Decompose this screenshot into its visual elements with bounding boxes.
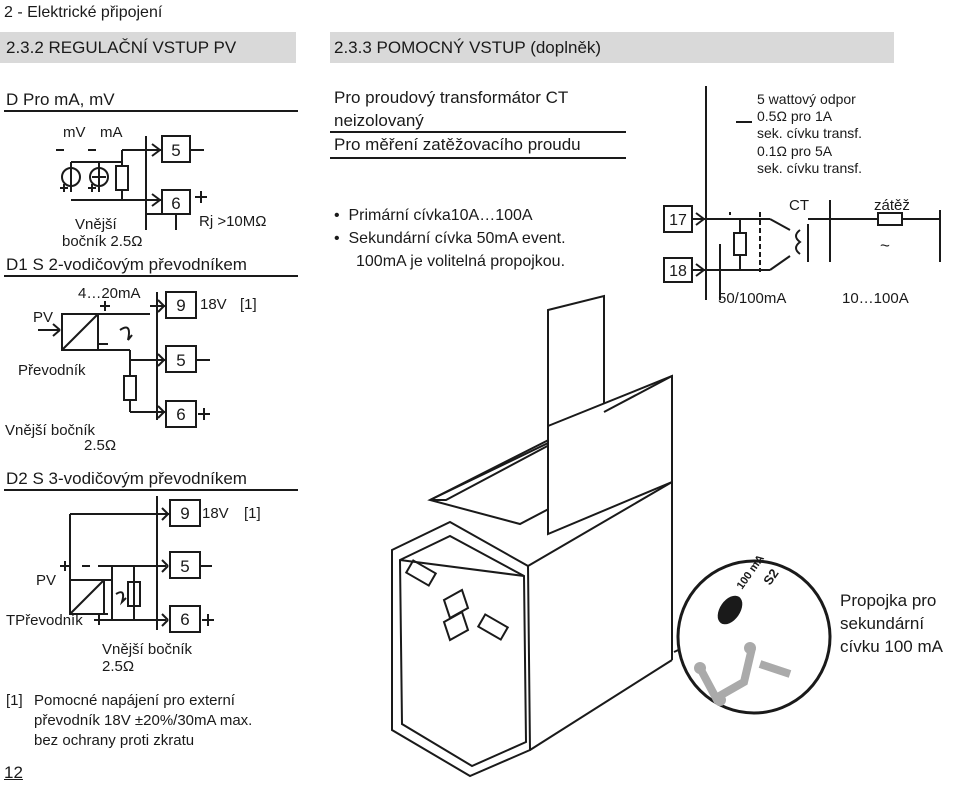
label-ac-symbol: ~ xyxy=(880,236,890,255)
ct-rule-2 xyxy=(330,157,626,159)
label-converter-d2: TPřevodník xyxy=(6,612,83,629)
ct-bullet-2-text: Sekundární cívka 50mA event. xyxy=(348,230,566,247)
ct-bullet-2: • Sekundární cívka 50mA event. xyxy=(334,230,566,248)
jumper-magnifier xyxy=(676,559,832,715)
terminal-17: 17 xyxy=(669,212,687,229)
label-converter-d1: Převodník xyxy=(18,362,86,379)
label-load: zátěž xyxy=(874,197,910,214)
footnote-line-1: Pomocné napájení pro externí xyxy=(34,692,235,709)
block-d-rule xyxy=(4,110,298,112)
terminal-18: 18 xyxy=(669,263,687,280)
jumper-label-s2: S2 xyxy=(760,566,781,588)
resistor-note-5: sek. cívku transf. xyxy=(757,160,863,176)
footnote-line-2: převodník 18V ±20%/30mA max. xyxy=(34,712,253,729)
bullet-dot: • xyxy=(334,230,349,247)
jumper-callout-3: cívku 100 mA xyxy=(840,637,943,656)
chapter-title: 2 - Elektrické připojení xyxy=(4,4,163,21)
label-pv-d2: PV xyxy=(36,572,57,589)
terminal-5-d: 5 xyxy=(171,141,180,160)
block-d1-heading: D1 S 2-vodičovým převodníkem xyxy=(6,255,247,274)
terminal-5-d2: 5 xyxy=(180,557,189,576)
ct-line-2: neizolovaný xyxy=(334,111,424,130)
instrument-housing xyxy=(391,294,673,778)
resistor-note-3: sek. cívku transf. xyxy=(757,125,863,141)
terminal-6-d1: 6 xyxy=(176,405,185,424)
section-title-regulation-input: 2.3.2 REGULAČNÍ VSTUP PV xyxy=(6,38,237,57)
section-title-auxiliary-input: 2.3.3 POMOCNÝ VSTUP (doplněk) xyxy=(334,38,602,57)
label-shunt-value-d2: 2.5Ω xyxy=(102,658,135,675)
ct-bullet-3: 100mA je volitelná propojkou. xyxy=(356,253,566,270)
label-18v-d2: 18V xyxy=(202,505,229,522)
resistor-note-1: 5 wattový odpor xyxy=(757,91,856,107)
block-d-heading: D Pro mA, mV xyxy=(6,90,115,109)
block-d2-heading: D2 S 3-vodičovým převodníkem xyxy=(6,469,247,488)
resistor-note-4: 0.1Ω pro 5A xyxy=(757,143,833,159)
label-shunt-d2: Vnější bočník xyxy=(102,641,193,658)
ct-bullet-1: • Primární cívka10A…100A xyxy=(334,207,533,225)
label-18v-d1: 18V xyxy=(200,296,227,313)
section-bar-left xyxy=(0,32,296,63)
label-external-shunt: bočník 2.5Ω xyxy=(62,233,143,250)
label-secondary-range: 50/100mA xyxy=(718,290,787,307)
label-note-ref-d2: [1] xyxy=(244,505,261,522)
terminal-6-d: 6 xyxy=(171,194,180,213)
section-bar-right xyxy=(330,32,894,63)
ct-bullet-1-text: Primární cívka10A…100A xyxy=(348,207,533,224)
label-note-ref-d1: [1] xyxy=(240,296,257,313)
bullet-dot: • xyxy=(334,207,349,224)
block-d1-rule xyxy=(4,275,298,277)
label-mv: mV xyxy=(63,124,86,141)
block-d-circuit xyxy=(56,135,207,230)
ct-line-1: Pro proudový transformátor CT xyxy=(334,88,569,107)
terminal-9-d2: 9 xyxy=(180,504,189,523)
label-primary-range: 10…100A xyxy=(842,290,909,307)
terminal-6-d2: 6 xyxy=(180,610,189,629)
ct-circuit xyxy=(663,86,941,300)
label-pv-d1: PV xyxy=(33,309,54,326)
footnote-line-3: bez ochrany proti zkratu xyxy=(34,732,195,749)
ct-line-3: Pro měření zatěžovacího proudu xyxy=(334,135,581,154)
label-shunt-d1: Vnější bočník xyxy=(5,422,96,439)
terminal-9-d1: 9 xyxy=(176,296,185,315)
block-d2-circuit xyxy=(60,496,214,633)
jumper-callout-1: Propojka pro xyxy=(840,591,937,610)
block-d2-rule xyxy=(4,489,298,491)
jumper-callout-2: sekundární xyxy=(840,614,925,633)
label-rj: Rj >10MΩ xyxy=(199,213,267,230)
label-ct: CT xyxy=(789,197,809,214)
ct-rule-1 xyxy=(330,131,626,133)
resistor-note-2: 0.5Ω pro 1A xyxy=(757,108,833,124)
label-ma-range: 4…20mA xyxy=(78,285,141,302)
label-shunt-value-d1: 2.5Ω xyxy=(84,437,117,454)
page-number: 12 xyxy=(4,763,23,782)
label-ma: mA xyxy=(100,124,123,141)
label-external: Vnější xyxy=(75,216,117,233)
terminal-5-d1: 5 xyxy=(176,351,185,370)
block-d1-circuit xyxy=(38,291,210,428)
footnote-marker: [1] xyxy=(6,692,23,709)
